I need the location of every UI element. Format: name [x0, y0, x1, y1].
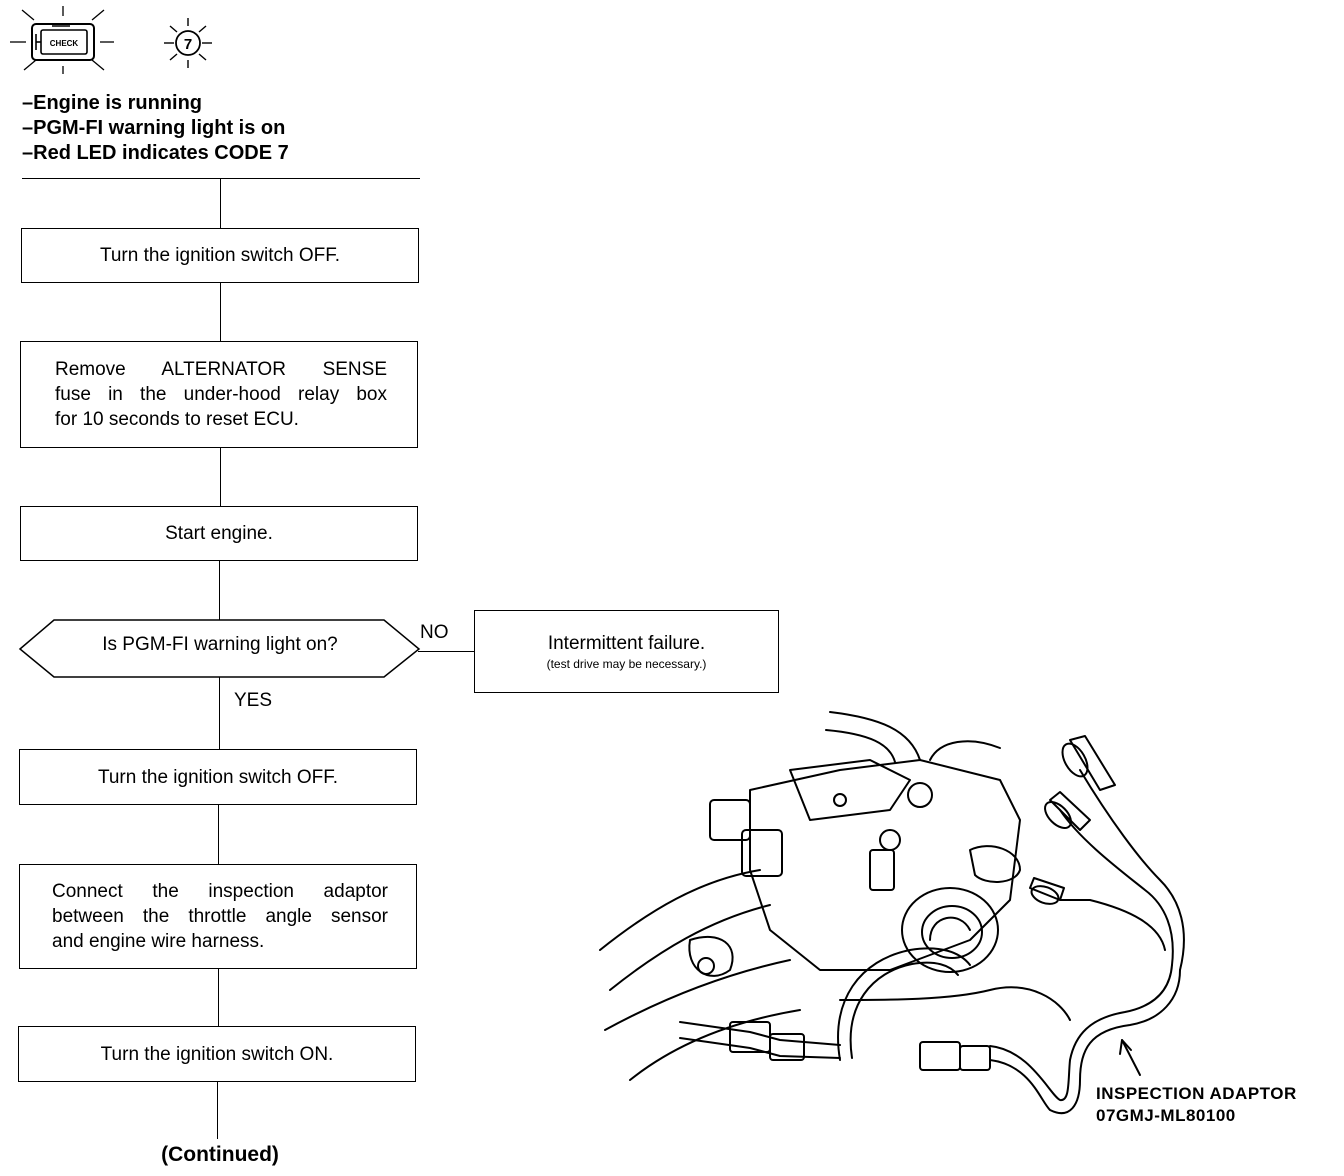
condition-list: –Engine is running –PGM-FI warning light…	[22, 91, 289, 166]
condition-code: –Red LED indicates CODE 7	[22, 142, 289, 164]
inspection-adaptor-name: INSPECTION ADAPTOR	[1096, 1084, 1297, 1103]
decision-question: Is PGM-FI warning light on?	[102, 634, 338, 655]
connector-3	[220, 447, 221, 506]
conditions-divider	[22, 178, 420, 179]
connector-8	[217, 1081, 218, 1139]
connector-7	[218, 968, 219, 1026]
step-ignition-off-1: Turn the ignition switch OFF.	[21, 228, 419, 283]
yes-label: YES	[234, 690, 273, 711]
inspection-adaptor-label: INSPECTION ADAPTOR 07GMJ-ML80100	[1096, 1083, 1297, 1127]
condition-engine-running: –Engine is running	[22, 92, 203, 114]
connector-4	[219, 561, 220, 620]
led-blink-icon: 7	[164, 18, 212, 68]
led-code-text: 7	[184, 36, 192, 53]
connector-2	[220, 282, 221, 341]
check-engine-lamp-icon: CHECK	[10, 6, 114, 74]
step-remove-fuse: Remove ALTERNATOR SENSE fuse in the unde…	[20, 341, 418, 448]
step-start-engine: Start engine.	[20, 506, 418, 561]
continued-label: (Continued)	[161, 1143, 279, 1166]
step-ignition-on: Turn the ignition switch ON.	[18, 1026, 416, 1082]
connector-1	[220, 178, 221, 228]
condition-warning-light: –PGM-FI warning light is on	[22, 117, 286, 139]
throttle-body-illustration	[599, 711, 1185, 1115]
no-label: NO	[420, 622, 449, 643]
connector-no-branch	[418, 651, 475, 652]
result-intermittent-failure: Intermittent failure. (test drive may be…	[474, 610, 779, 693]
step-ignition-off-2: Turn the ignition switch OFF.	[19, 749, 417, 805]
connector-5	[219, 676, 220, 749]
check-lamp-text: CHECK	[50, 39, 79, 48]
inspection-adaptor-part-number: 07GMJ-ML80100	[1096, 1106, 1236, 1125]
connector-6	[218, 804, 219, 864]
step-connect-adaptor: Connect the inspection adaptor between t…	[19, 864, 417, 969]
decision-diamond	[18, 619, 421, 678]
